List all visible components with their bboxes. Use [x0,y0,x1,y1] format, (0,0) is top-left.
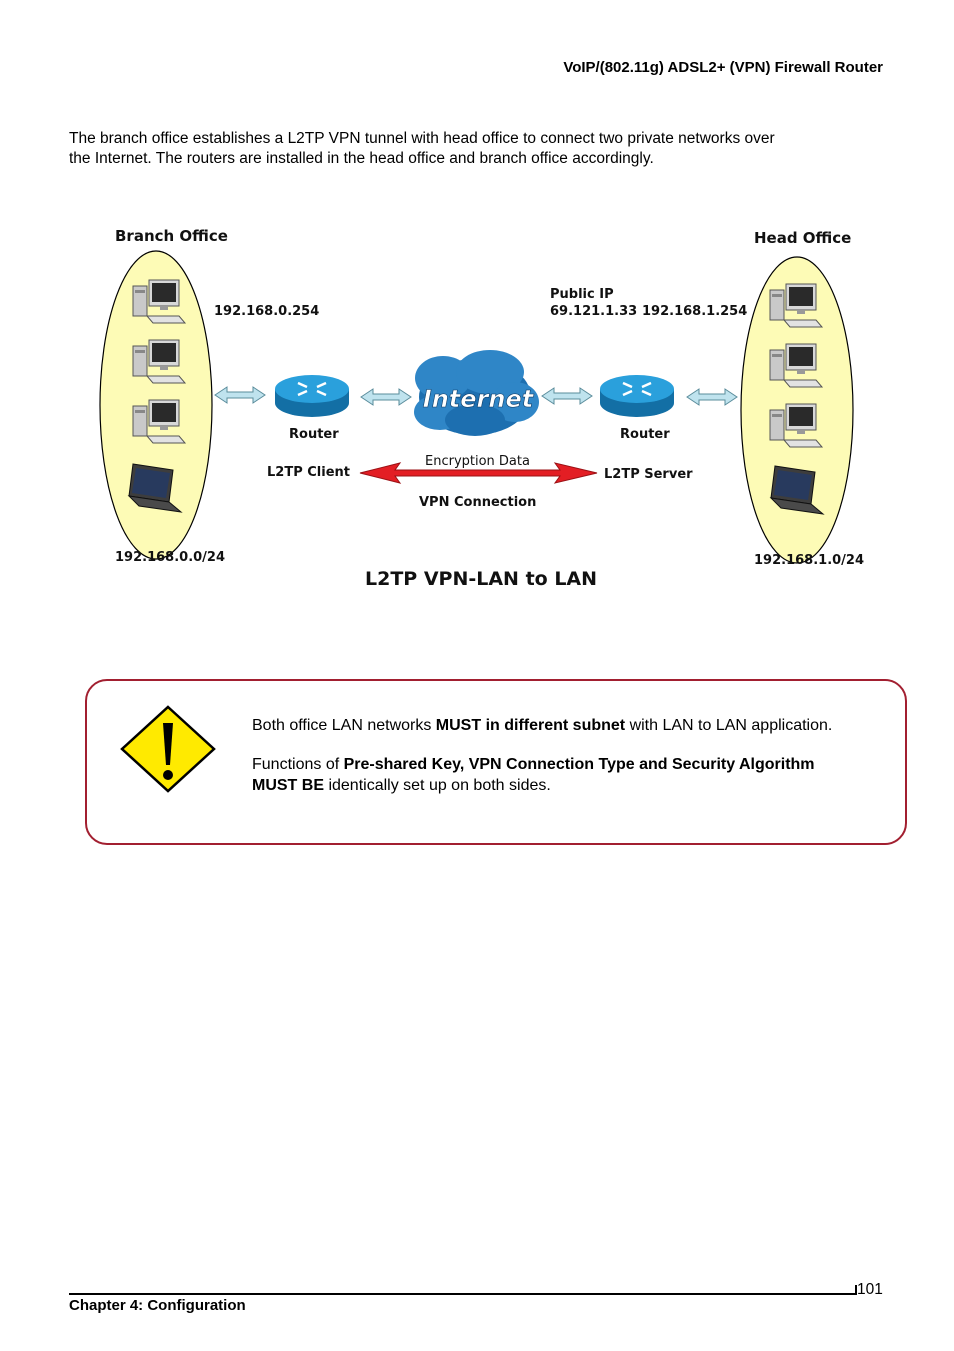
branch-office-title: Branch Office [115,227,228,245]
note-p2-bold-1: Pre-shared Key, VPN Connection Type and … [343,756,815,773]
intro-paragraph: The branch office establishes a L2TP VPN… [69,129,889,169]
router-right-label: Router [620,427,670,442]
page-number: 101 [857,1281,883,1298]
l2tp-server-label: L2TP Server [604,467,693,482]
branch-subnet: 192.168.0.0/24 [115,550,225,565]
footer-divider [69,1293,857,1295]
diagram-caption: L2TP VPN-LAN to LAN [365,568,597,590]
note-p2-text: Functions of [252,756,344,773]
router-right-icon [598,373,676,419]
vpn-tunnel-arrow [359,462,598,484]
internet-link-right-arrow [541,387,593,405]
public-ip-label: Public IP [550,287,614,302]
vpn-connection-label: VPN Connection [419,495,536,510]
encryption-data-label: Encryption Data [425,454,530,469]
warning-icon [120,705,216,793]
footer-divider-tick [855,1285,857,1295]
header-title: VoIP/(802.11g) ADSL2+ (VPN) Firewall Rou… [563,59,883,76]
warning-note-box: Both office LAN networks MUST in differe… [85,679,907,845]
note-p2-tail: identically set up on both sides. [324,777,551,794]
l2tp-client-label: L2TP Client [267,465,350,480]
note-p2-bold-2: MUST BE [252,777,324,794]
note-p1-bold: MUST in different subnet [435,717,626,734]
router-left-icon [273,373,351,419]
chapter-label: Chapter 4: Configuration [69,1297,246,1314]
router-left-label: Router [289,427,339,442]
l2tp-network-diagram: Branch Office Head Office 192.168.0.254 … [99,227,864,590]
public-ip: 69.121.1.33 [550,304,637,319]
head-subnet: 192.168.1.0/24 [754,553,864,568]
internet-label: Internet [423,385,535,413]
internet-cloud-icon [414,350,539,436]
internet-link-left-arrow [360,388,412,406]
head-office-title: Head Office [754,229,851,247]
warning-note-text: Both office LAN networks MUST in differe… [252,715,892,814]
branch-gateway-ip: 192.168.0.254 [214,304,319,319]
note-p1-tail: with LAN to LAN application. [625,717,833,734]
intro-line-1: The branch office establishes a L2TP VPN… [69,130,775,147]
note-paragraph-1: Both office LAN networks MUST in differe… [252,715,892,736]
note-p1-text: Both office LAN networks [252,717,436,734]
head-lan-link-arrow [686,388,738,406]
head-gateway-ip: 192.168.1.254 [642,304,747,319]
intro-line-2: the Internet. The routers are installed … [69,150,654,167]
branch-lan-link-arrow [214,386,266,404]
note-paragraph-2: Functions of Pre-shared Key, VPN Connect… [252,754,892,796]
